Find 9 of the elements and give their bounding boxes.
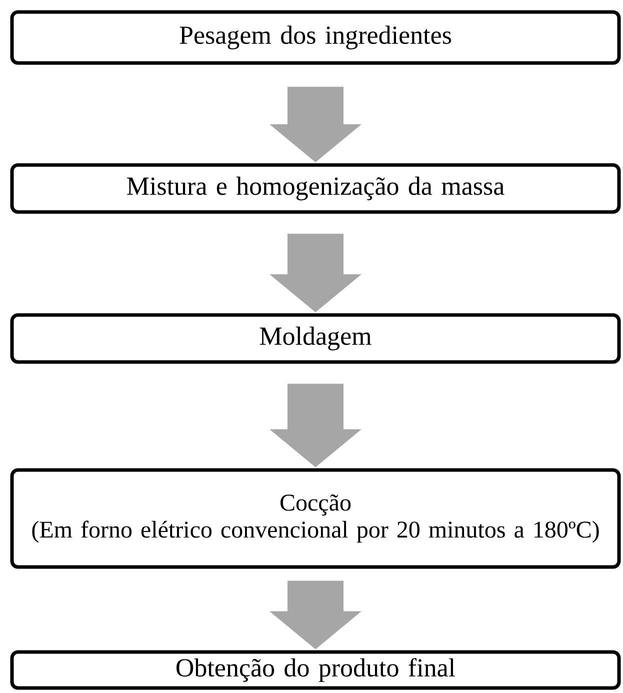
block-arrow [270,580,362,650]
block-arrow [270,234,362,312]
process-box: Obtenção do produto final [10,650,621,690]
process-box: Pesagem dos ingredientes [10,10,621,65]
process-box: Moldagem [10,313,621,364]
block-arrow [270,86,362,162]
block-arrow [270,384,362,468]
process-box: Mistura e homogenização da massa [10,163,621,214]
process-box: Cocção (Em forno elétrico convencional por 20 minutos a 180ºC) [10,468,621,569]
